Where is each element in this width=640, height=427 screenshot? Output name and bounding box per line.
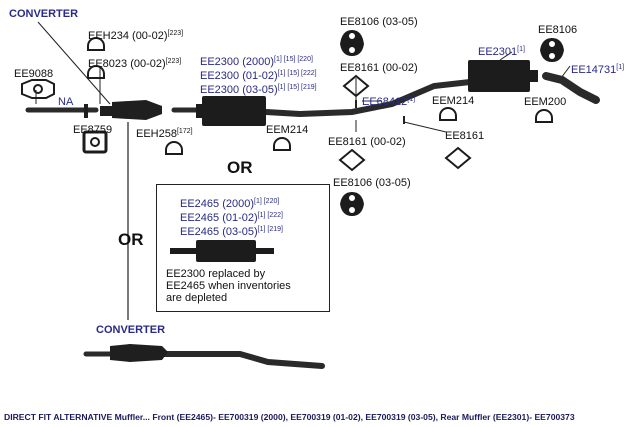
or-side-label: OR — [118, 230, 144, 249]
converter-top-part — [84, 100, 162, 120]
rear-muffler-part — [468, 60, 538, 92]
ee2465-line-2000: EE2465 (2000)[1] [220] — [180, 196, 279, 210]
clamp-ee8023 — [87, 65, 105, 79]
eeh234-label: EEH234 (00-02)[223] — [88, 28, 183, 42]
eem200-label: EEM200 — [524, 96, 567, 108]
clamp-eem200 — [535, 109, 553, 123]
ee8161-right-label: EE8161 — [445, 130, 485, 142]
eeh234-ref: [223] — [167, 30, 184, 37]
ee2465-0102-text: EE2465 (01-02) — [180, 212, 258, 224]
ee8023-text: EE8023 (00-02) — [88, 58, 166, 70]
leader-ee8161-right — [403, 121, 447, 133]
eeh258-text: EEH258 — [136, 128, 177, 140]
ee2465-2000-text: EE2465 (2000) — [180, 198, 254, 210]
ee8023-ref: [223] — [165, 58, 182, 65]
ee2301-label: EE2301[1] — [478, 44, 525, 58]
hanger-ee8161-right — [444, 146, 472, 170]
alt-muffler-part — [170, 240, 274, 262]
ee8759-label: EE8759 — [73, 124, 113, 136]
pipe-tailpipe — [542, 72, 600, 104]
ee2300-line-2000: EE2300 (2000)[1] [15] [220] — [200, 54, 313, 68]
converter-top-label: CONVERTER — [9, 8, 79, 20]
ee8161-mid-label: EE8161 (00-02) — [328, 136, 406, 148]
clamp-eeh258 — [165, 141, 183, 155]
flange-ee8759 — [82, 130, 108, 154]
note-line-1: EE2300 replaced by — [166, 268, 266, 280]
clamp-eem214-mid — [273, 137, 291, 151]
front-muffler-part — [196, 96, 266, 126]
hanger-ee8161-top — [342, 74, 370, 98]
ee2300-2000-text: EE2300 (2000) — [200, 56, 274, 68]
ee68412-ref: [1] — [407, 96, 416, 103]
ee2465-0305-ref: [1] [219] — [257, 226, 283, 233]
ee2465-line-01-02: EE2465 (01-02)[1] [222] — [180, 210, 283, 224]
replacement-note: EE2300 replaced by EE2465 when inventori… — [166, 268, 291, 304]
ee2300-0102-text: EE2300 (01-02) — [200, 70, 278, 82]
ee2300-2000-ref: [1] [15] [220] — [274, 56, 313, 63]
eeh234-text: EEH234 (00-02) — [88, 30, 168, 42]
alternative-muffler-box — [156, 184, 330, 312]
note-line-2: EE2465 when inventories — [166, 280, 291, 292]
or-main-label: OR — [227, 158, 253, 177]
hanger-ee8161-mid — [338, 148, 366, 172]
converter-bottom-label: CONVERTER — [96, 324, 166, 336]
hanger-ee8106-bottom — [340, 192, 364, 216]
gasket-ee9088 — [21, 79, 55, 99]
ee2301-ref: [1] — [517, 46, 525, 53]
ee8023-label: EE8023 (00-02)[223] — [88, 56, 181, 70]
leader-converter — [37, 21, 111, 105]
caption: DIRECT FIT ALTERNATIVE Muffler... Front … — [4, 412, 575, 422]
hanger-ee8106-top — [340, 30, 364, 56]
ee2300-line-03-05: EE2300 (03-05)[1] [15] [219] — [200, 82, 317, 96]
ee8106-bottom-label: EE8106 (03-05) — [333, 177, 411, 189]
ee2301-text: EE2301 — [478, 46, 518, 58]
eem214-mid-label: EEM214 — [266, 124, 309, 136]
clamp-eem214-right — [439, 107, 457, 121]
pipe-bottom-outlet — [161, 351, 325, 369]
ee8106-right-label: EE8106 — [538, 24, 578, 36]
na-label: NA — [58, 96, 74, 108]
clamp-eeh234 — [87, 37, 105, 51]
pipe-intermediate — [263, 79, 473, 118]
ee14731-text: EE14731 — [571, 64, 617, 76]
hanger-ee8106-right — [540, 38, 564, 62]
ee2300-line-01-02: EE2300 (01-02)[1] [15] [222] — [200, 68, 317, 82]
ee2300-0305-ref: [1] [15] [219] — [277, 84, 317, 91]
ee14731-ref: [1] — [616, 64, 625, 71]
leader-ee2301 — [499, 51, 513, 61]
eeh258-label: EEH258[172] — [136, 126, 193, 140]
ee8106-top-label: EE8106 (03-05) — [340, 16, 418, 28]
ee2465-0102-ref: [1] [222] — [257, 212, 283, 219]
eem214-right-label: EEM214 — [432, 95, 475, 107]
ee8161-top-label: EE8161 (00-02) — [340, 62, 418, 74]
ee2465-0305-text: EE2465 (03-05) — [180, 226, 258, 238]
ee9088-label: EE9088 — [14, 68, 54, 80]
ee2300-0305-text: EE2300 (03-05) — [200, 84, 278, 96]
ee14731-label: EE14731[1] — [571, 62, 624, 76]
eeh258-ref: [172] — [176, 128, 193, 135]
ee68412-label: EE68412[1] — [362, 94, 415, 108]
ee2465-2000-ref: [1] [220] — [254, 198, 280, 205]
converter-bottom-part — [110, 344, 168, 362]
ee68412-text: EE68412 — [362, 96, 408, 108]
ee2465-line-03-05: EE2465 (03-05)[1] [219] — [180, 224, 283, 238]
ee2300-0102-ref: [1] [15] [222] — [277, 70, 317, 77]
note-line-3: are depleted — [166, 292, 228, 304]
